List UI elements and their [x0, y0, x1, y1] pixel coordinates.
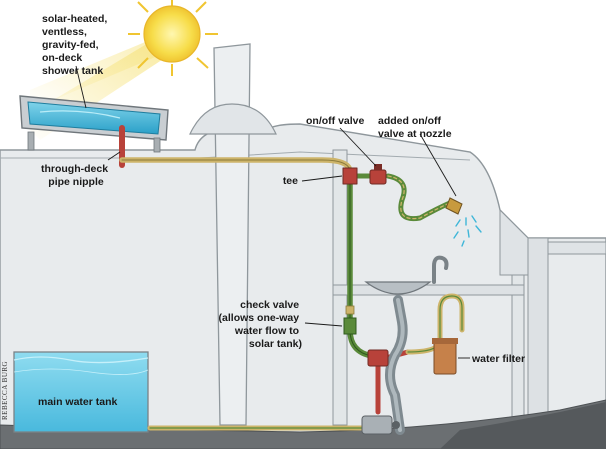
leader-lines	[75, 65, 470, 359]
label-water-filter: water filter	[471, 353, 525, 365]
label-shower-tank: solar-heated, ventless, gravity-fed, on-…	[42, 13, 110, 77]
label-pipe-nipple: through-deck pipe nipple	[41, 163, 111, 188]
label-check-valve: check valve (allows one-way water flow t…	[219, 299, 302, 350]
main-water-tank	[13, 351, 149, 433]
fittings	[343, 164, 463, 435]
label-main-tank: main water tank	[38, 396, 118, 408]
shower-spray	[453, 215, 482, 247]
label-tee: tee	[283, 175, 298, 187]
solar-shower-tank	[19, 95, 169, 153]
label-onoff-valve: on/off valve	[306, 115, 365, 127]
callout-labels: solar-heated, ventless, gravity-fed, on-…	[38, 13, 525, 408]
label-nozzle-valve: added on/off valve at nozzle	[378, 115, 452, 140]
illustrator-credit: REBECCA BURG	[1, 361, 9, 420]
